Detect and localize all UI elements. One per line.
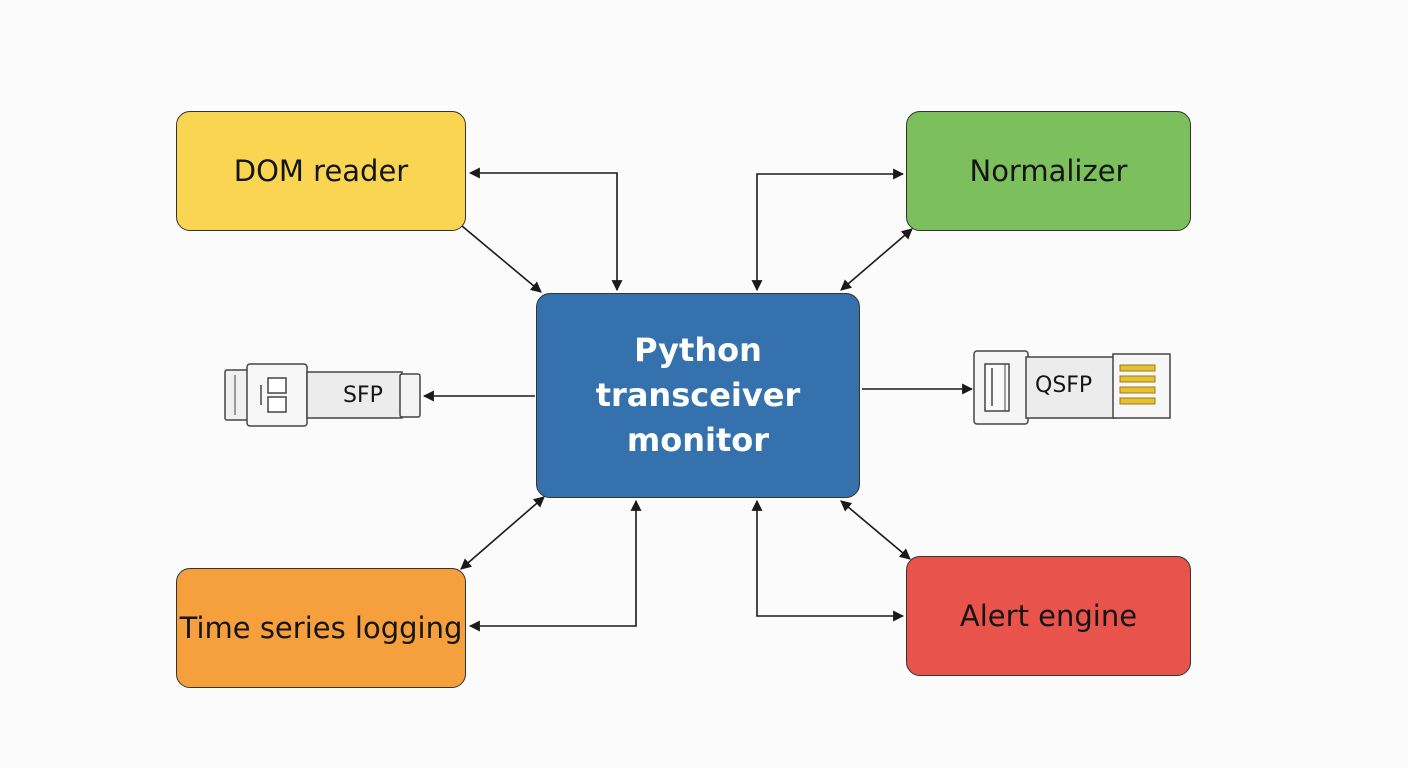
alert-engine-label: Alert engine <box>959 599 1138 633</box>
sfp-module-icon <box>224 363 421 427</box>
arrow-core-log-elbow <box>468 499 642 632</box>
transceiver-monitor-node: Python transceiver monitor <box>536 293 860 498</box>
normalizer-label: Normalizer <box>969 154 1128 188</box>
normalizer-node: Normalizer <box>906 111 1191 231</box>
qsfp-module-icon <box>973 350 1171 425</box>
dom-reader-node: DOM reader <box>176 111 466 231</box>
arrow-normalizer-core-elbow <box>751 168 905 292</box>
transceiver-monitor-label: Python transceiver monitor <box>595 331 801 459</box>
alert-engine-node: Alert engine <box>906 556 1191 676</box>
sfp-label: SFP <box>343 383 383 408</box>
dom-reader-label: DOM reader <box>233 154 409 188</box>
time-series-logging-node: Time series logging <box>176 568 466 688</box>
arrow-core-alert-diagonal <box>840 500 911 560</box>
qsfp-label: QSFP <box>1035 373 1093 398</box>
arrow-dom-core-elbow <box>468 167 623 292</box>
time-series-logging-label: Time series logging <box>179 611 463 645</box>
arrow-core-log-diagonal <box>460 496 545 570</box>
arrow-normalizer-core-diagonal <box>840 228 913 291</box>
arrow-core-alert-elbow <box>751 499 905 622</box>
arrow-dom-to-core-diagonal <box>461 225 542 293</box>
